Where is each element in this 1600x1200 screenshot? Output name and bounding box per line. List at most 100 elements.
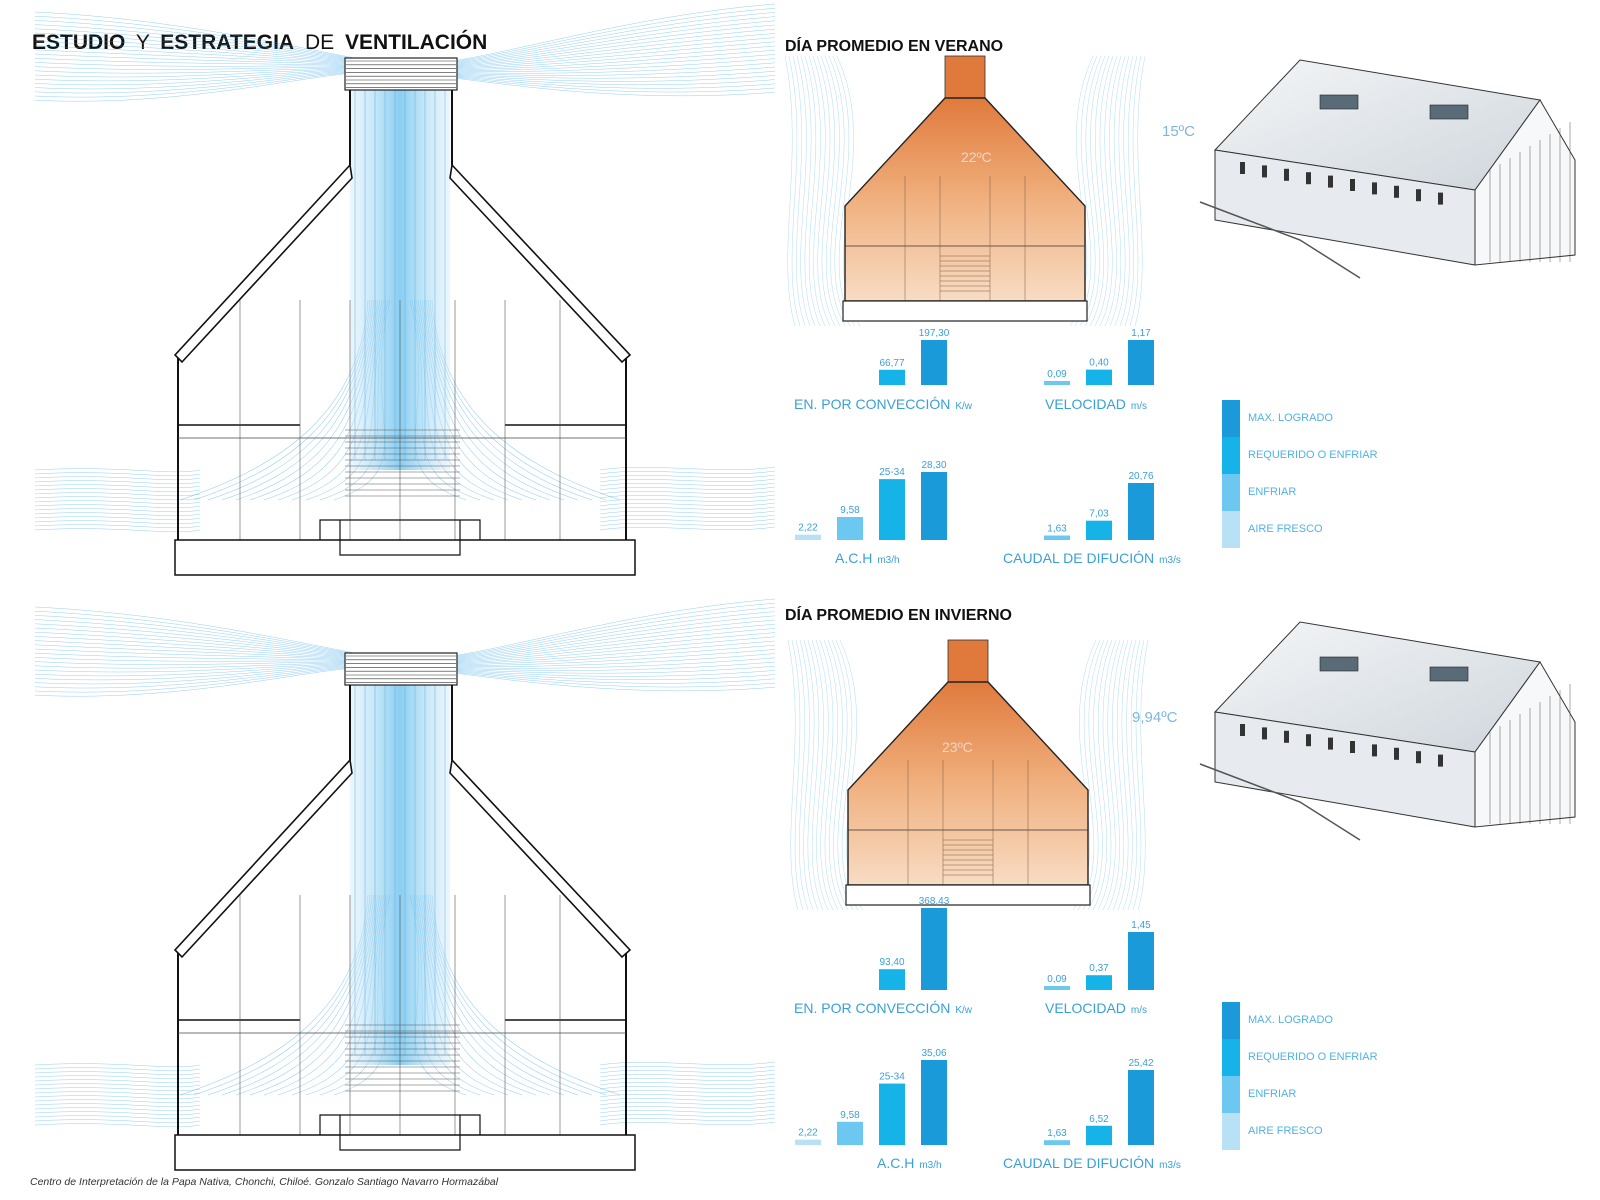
air-line	[1074, 55, 1098, 327]
air-line	[812, 55, 831, 327]
warm-interior	[847, 681, 1089, 886]
summer-building-axonometric	[1199, 59, 1576, 279]
bar-value-label: 197,30	[919, 328, 950, 339]
bar	[921, 472, 947, 540]
bar-value-label: 20,76	[1128, 471, 1153, 482]
air-line	[795, 639, 809, 911]
chimney-cap	[344, 57, 458, 91]
facade-window	[1240, 724, 1245, 736]
roof-vent	[1319, 656, 1359, 672]
bar	[1128, 340, 1154, 385]
airflow-line	[34, 482, 776, 489]
warm-chimney	[947, 639, 989, 683]
air-line	[1107, 639, 1125, 911]
airflow-line	[34, 1077, 776, 1084]
bar	[879, 1083, 905, 1145]
facade-window	[1416, 751, 1421, 764]
legend-label: AIRE FRESCO	[1248, 1125, 1323, 1137]
bar-value-label: 368,43	[919, 896, 950, 907]
airflow-line	[34, 514, 776, 521]
bar-value-label: 1,45	[1131, 920, 1151, 931]
air-line	[807, 639, 824, 911]
winter-title: DÍA PROMEDIO EN INVIERNO	[785, 605, 1012, 624]
roof-vent	[1429, 666, 1469, 682]
air-line	[1122, 639, 1137, 911]
bar-value-label: 1,17	[1131, 328, 1151, 339]
facade-window	[1306, 734, 1311, 747]
airflow-line	[34, 522, 776, 529]
central-pit	[319, 519, 481, 556]
legend-label: MAX. LOGRADO	[1248, 1014, 1333, 1026]
bar-value-label: 0,40	[1089, 358, 1109, 369]
air-line	[799, 639, 814, 911]
legend-label: REQUERIDO O ENFRIAR	[1248, 1051, 1378, 1063]
air-line	[796, 55, 811, 327]
air-line	[824, 55, 846, 327]
air-line	[808, 55, 826, 327]
legend-label: ENFRIAR	[1248, 486, 1296, 498]
bar	[837, 1121, 863, 1145]
airflow-line	[34, 1073, 776, 1080]
legend-swatch	[1222, 400, 1240, 437]
bar-value-label: 7,03	[1089, 509, 1109, 520]
airflow-line	[34, 1097, 776, 1104]
air-line	[784, 55, 796, 327]
facade-window	[1438, 754, 1443, 767]
foundation	[845, 884, 1091, 906]
facade-window	[1262, 165, 1267, 178]
air-line	[1077, 639, 1101, 911]
bar	[1128, 1070, 1154, 1145]
bar-value-label: 25-34	[879, 467, 905, 478]
legend-swatch	[1222, 511, 1240, 548]
bar	[1086, 369, 1112, 385]
foundation	[842, 300, 1088, 322]
warm-interior	[844, 97, 1086, 302]
bar	[879, 369, 905, 385]
bar-value-label: 25,42	[1128, 1058, 1153, 1069]
legend-swatch	[1222, 474, 1240, 511]
airflow-line	[34, 598, 776, 661]
facade-window	[1284, 168, 1289, 181]
bar	[921, 1060, 947, 1145]
air-line	[1079, 55, 1102, 327]
facade-window	[1372, 182, 1377, 195]
winter-inside-temp: 23ºC	[942, 739, 973, 755]
airflow-line	[34, 486, 776, 493]
facade-window	[1306, 172, 1311, 185]
airflow-line	[34, 502, 776, 509]
airflow-line	[34, 602, 776, 661]
airflow-line	[34, 1093, 776, 1100]
air-line	[803, 639, 819, 911]
airflow-line	[34, 1081, 776, 1088]
air-line	[811, 639, 829, 911]
bar	[921, 340, 947, 385]
air-line	[823, 639, 844, 911]
bar	[795, 534, 821, 540]
legend-label: ENFRIAR	[1248, 1088, 1296, 1100]
summer-title: DÍA PROMEDIO EN VERANO	[785, 36, 1003, 55]
air-line	[1104, 55, 1122, 327]
air-line	[1112, 639, 1129, 911]
air-line	[832, 55, 856, 327]
airflow-line	[34, 1065, 776, 1072]
air-line	[1132, 639, 1145, 911]
bar	[1044, 1140, 1070, 1145]
airflow-line	[34, 510, 776, 517]
air-line	[1124, 55, 1138, 327]
air-line	[831, 639, 854, 911]
chimney-cap	[344, 652, 458, 686]
air-line	[827, 639, 849, 911]
air-line	[1114, 55, 1130, 327]
access-ramp	[1199, 201, 1361, 279]
foundation	[174, 539, 636, 576]
